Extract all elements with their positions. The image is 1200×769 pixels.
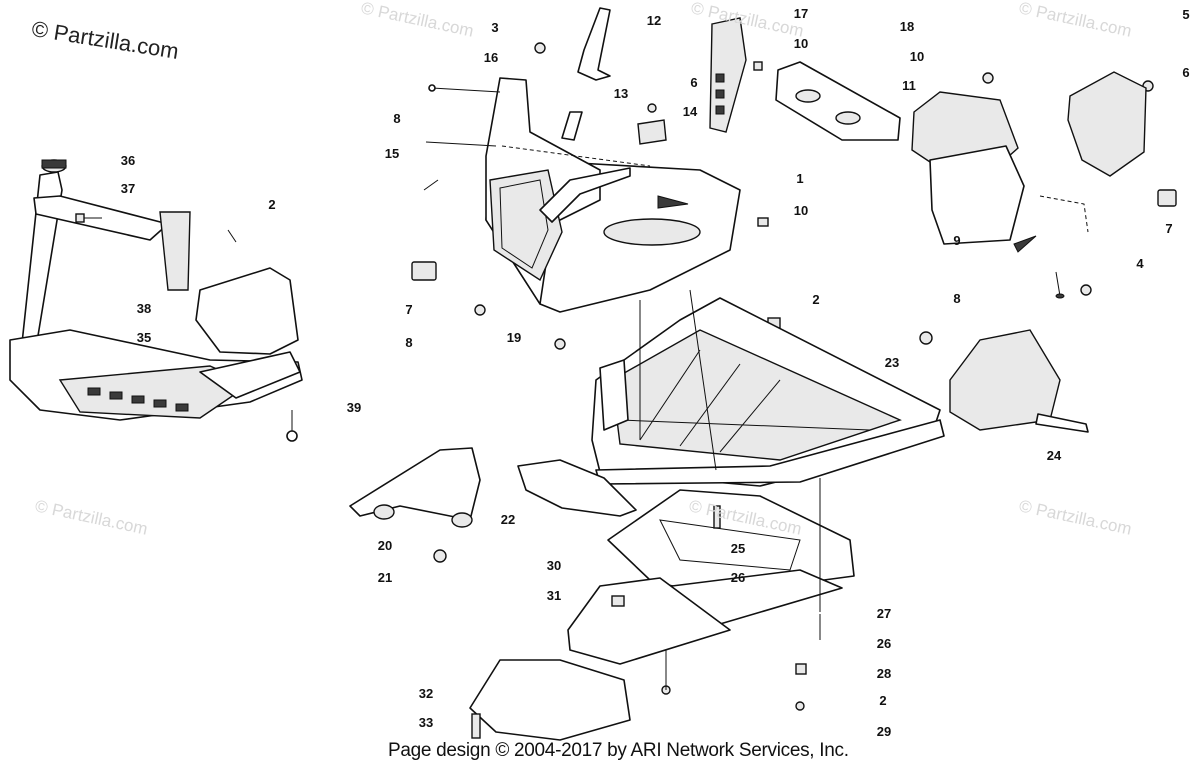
callout-label: 31 (547, 588, 561, 603)
callout-label: 6 (690, 75, 697, 90)
callout-label: 7 (405, 302, 412, 317)
callout-label: 38 (137, 301, 151, 316)
callout-label: 23 (885, 355, 899, 370)
callout-label: 2 (812, 292, 819, 307)
callout-label: 21 (378, 570, 392, 585)
callout-label: 2 (268, 197, 275, 212)
rear-mount (919, 329, 1089, 433)
copyright-footer: Page design © 2004-2017 by ARI Network S… (388, 740, 849, 761)
callout-label: 1 (796, 171, 803, 186)
callout-layer: 1222345667788891010101112131415161718192… (121, 6, 1190, 739)
callout-label: 15 (385, 146, 399, 161)
callout-label: 24 (1047, 448, 1062, 463)
callout-label: 8 (393, 111, 400, 126)
upper-brackets (423, 7, 901, 227)
callout-label: 19 (507, 330, 521, 345)
callout-label: 17 (794, 6, 808, 21)
callout-label: 7 (1165, 221, 1172, 236)
callout-label: 10 (794, 203, 808, 218)
callout-label: 3 (491, 20, 498, 35)
callout-label: 8 (405, 335, 412, 350)
callout-label: 20 (378, 538, 392, 553)
callout-label: 10 (794, 36, 808, 51)
callout-label: 18 (900, 19, 914, 34)
small-hardware (411, 72, 1177, 563)
callout-label: 11 (902, 78, 916, 93)
callout-label: 39 (347, 400, 361, 415)
callout-label: 26 (731, 570, 745, 585)
callout-label: 25 (731, 541, 745, 556)
callout-label: 28 (877, 666, 891, 681)
callout-label: 22 (501, 512, 515, 527)
callout-label: 27 (877, 606, 891, 621)
callout-label: 5 (1182, 7, 1189, 22)
callout-label: 30 (547, 558, 561, 573)
callout-label: 14 (683, 104, 698, 119)
chassis-frame (591, 289, 945, 487)
callout-label: 35 (137, 330, 151, 345)
callout-label: 37 (121, 181, 135, 196)
callout-label: 10 (910, 49, 924, 64)
callout-label: 4 (1136, 256, 1144, 271)
callout-label: 29 (877, 724, 891, 739)
skid-plates (469, 478, 855, 741)
callout-label: 36 (121, 153, 135, 168)
callout-label: 32 (419, 686, 433, 701)
nose-housing (485, 77, 741, 313)
callout-label: 2 (879, 693, 886, 708)
steering-housing (911, 71, 1147, 253)
callout-label: 26 (877, 636, 891, 651)
front-bumper-assembly (9, 159, 303, 442)
callout-label: 13 (614, 86, 628, 101)
bracket-22 (517, 459, 637, 517)
callout-label: 8 (953, 291, 960, 306)
a-arm-mount (349, 447, 481, 528)
callout-label: 12 (647, 13, 661, 28)
callout-label: 33 (419, 715, 433, 730)
callout-label: 9 (953, 233, 960, 248)
callout-label: 6 (1182, 65, 1189, 80)
callout-label: 16 (484, 50, 498, 65)
